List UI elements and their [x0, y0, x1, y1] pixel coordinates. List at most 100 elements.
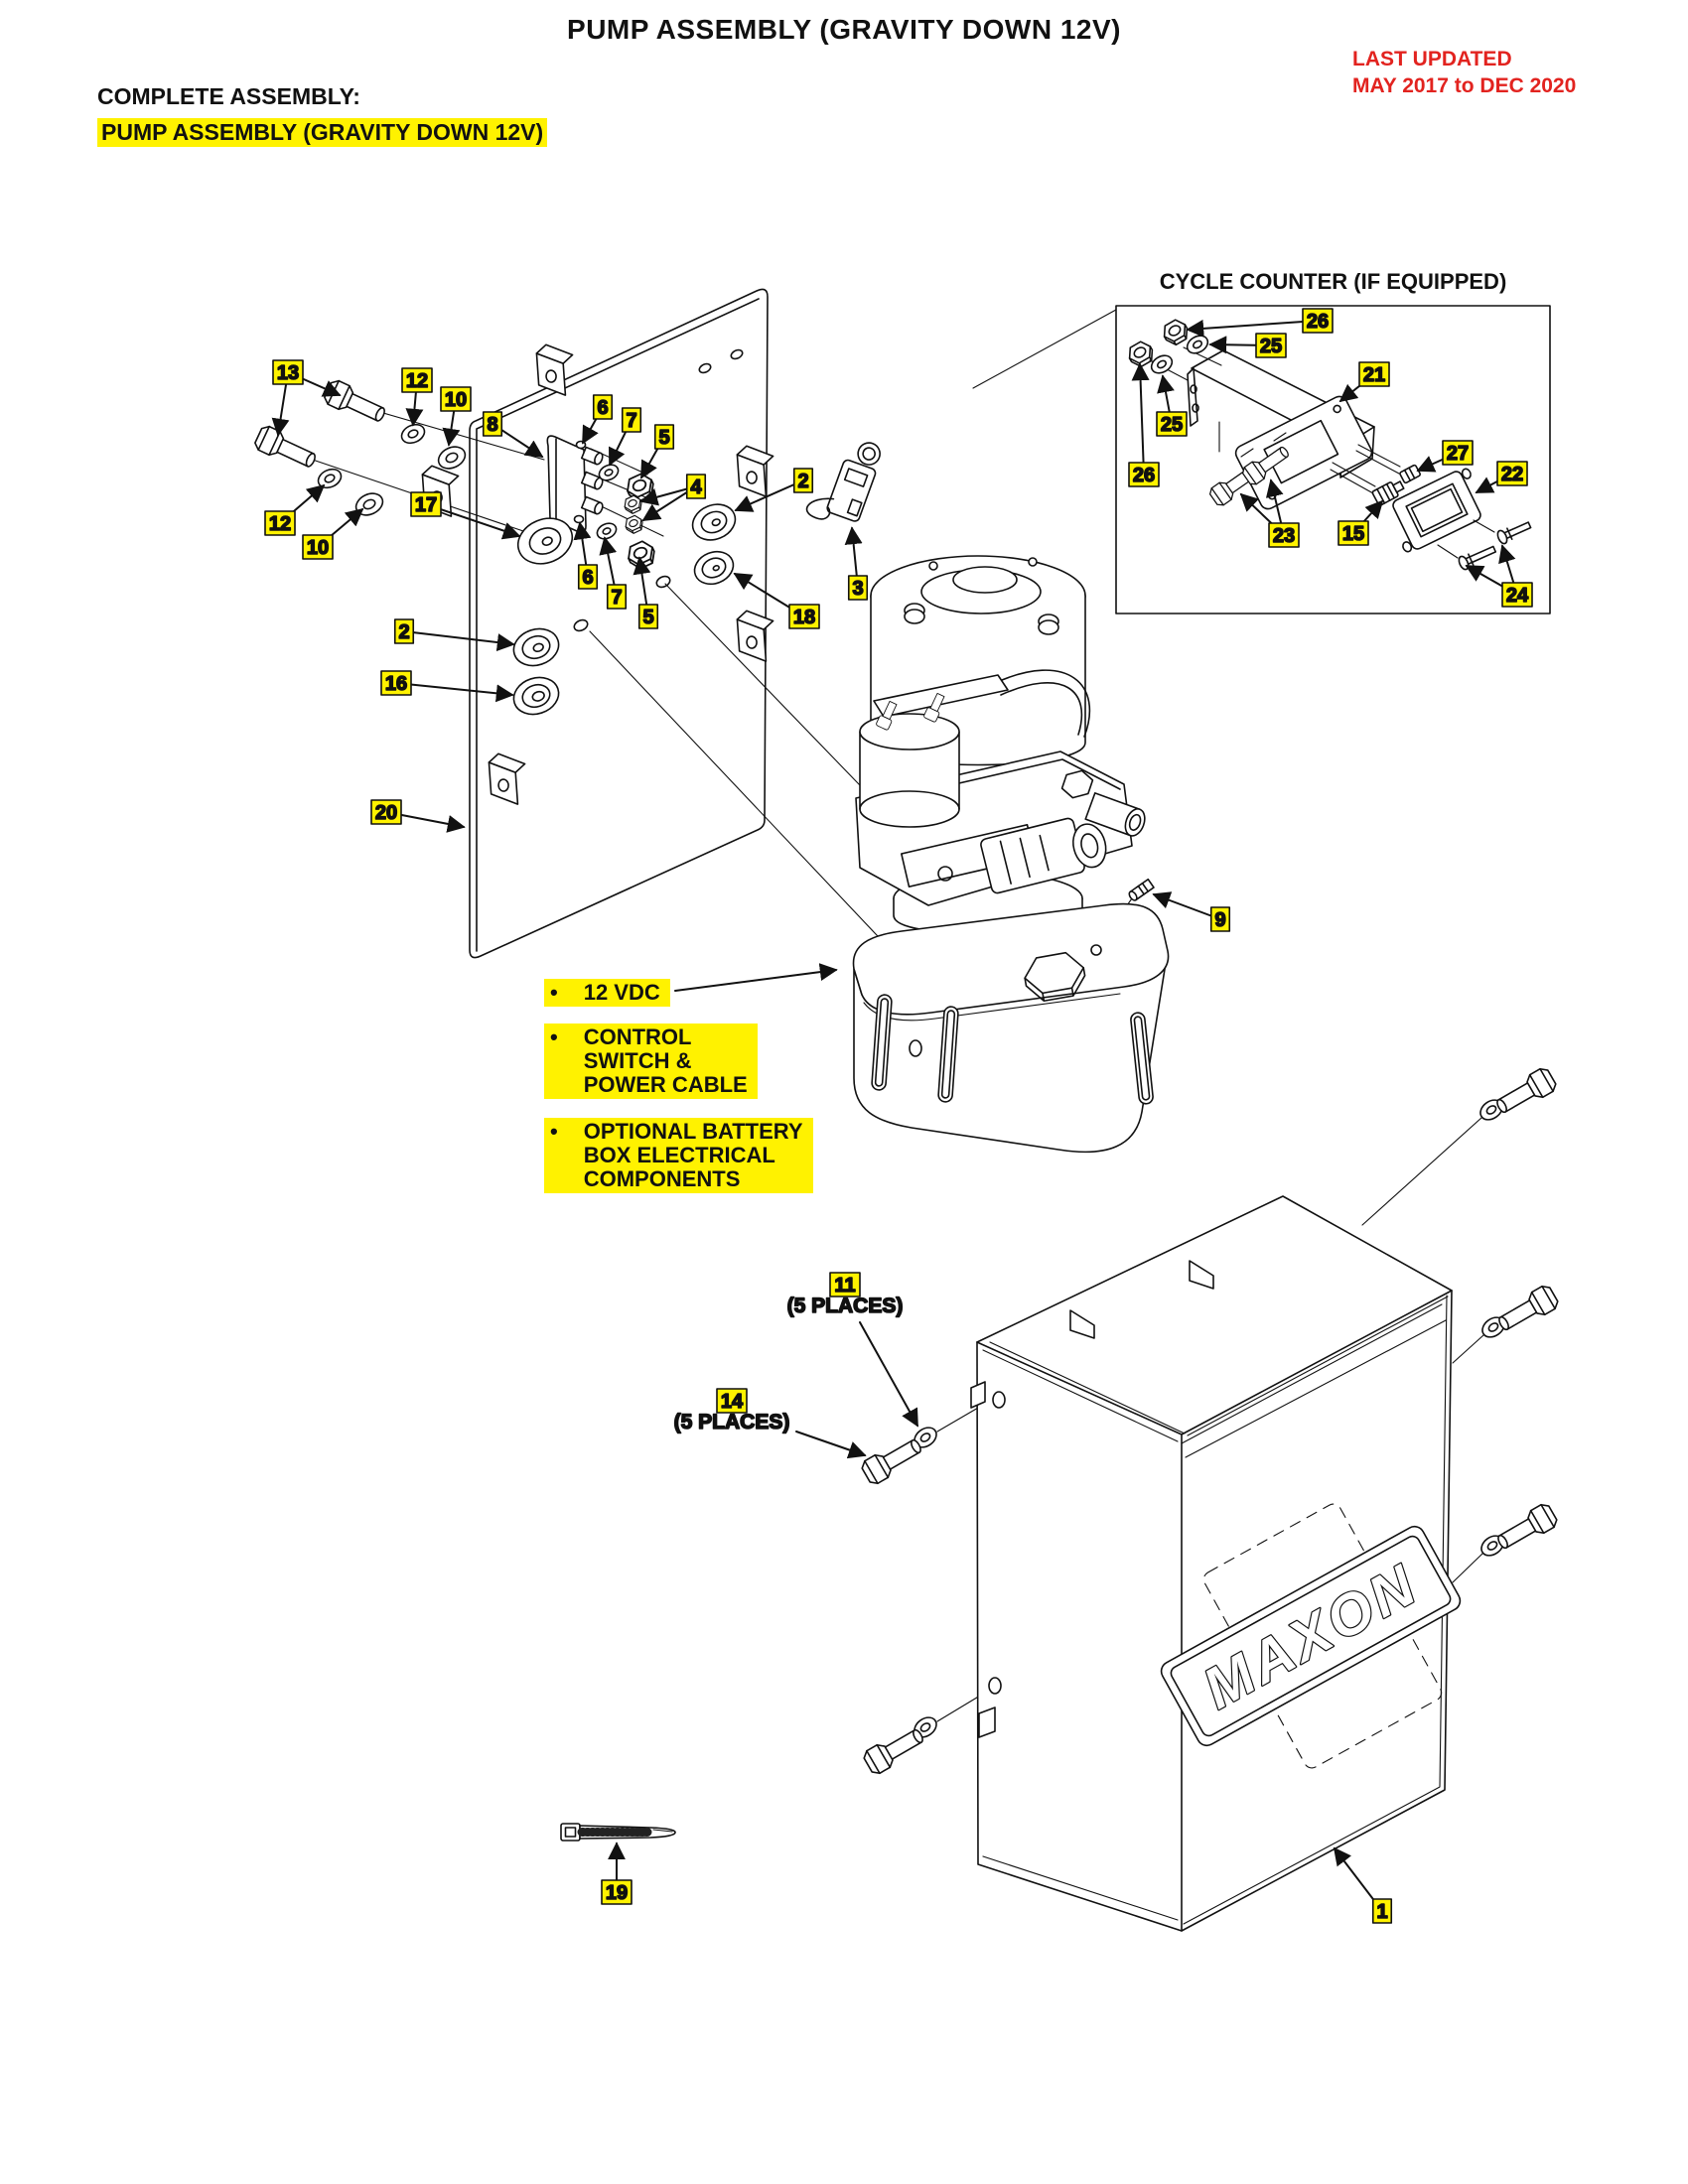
complete-assembly-value: PUMP ASSEMBLY (GRAVITY DOWN 12V)	[97, 118, 548, 147]
callout-7: 7	[609, 407, 642, 467]
plate-clips	[421, 343, 774, 805]
svg-text:11: 11	[834, 1275, 855, 1297]
nut	[1163, 319, 1189, 346]
grommet	[691, 503, 737, 541]
svg-text:(5 PLACES): (5 PLACES)	[787, 1295, 904, 1317]
stud-bracket	[546, 435, 604, 533]
svg-text:21: 21	[1363, 364, 1385, 386]
circuit-breaker	[805, 442, 881, 522]
svg-text:3: 3	[852, 578, 863, 600]
svg-text:12: 12	[406, 370, 428, 392]
washer	[598, 464, 620, 481]
svg-text:7: 7	[611, 587, 622, 609]
cover-box: MAXON	[970, 1195, 1462, 1932]
cycle-counter-title: CYCLE COUNTER (IF EQUIPPED)	[1159, 269, 1507, 294]
hardware-layer	[254, 319, 1559, 1775]
svg-text:17: 17	[415, 494, 437, 516]
svg-text:10: 10	[307, 537, 329, 559]
svg-text:6: 6	[597, 397, 608, 419]
callout-3: 3	[844, 526, 869, 601]
callout-26: 26	[1128, 362, 1160, 487]
bullet-icon: •	[550, 980, 558, 1005]
callout-26: 26	[1186, 308, 1334, 338]
counter-pins	[1458, 521, 1532, 571]
callout-11: 11(5 PLACES)	[786, 1272, 918, 1428]
bolt	[254, 425, 316, 468]
callout-1: 1	[1333, 1846, 1393, 1924]
svg-text:10: 10	[445, 389, 467, 411]
cable-tie	[560, 1823, 676, 1842]
callout-19: 19	[601, 1842, 633, 1905]
callout-8: 8	[482, 411, 544, 458]
callout-13: 13	[271, 359, 342, 437]
callout-27: 27	[1416, 440, 1474, 473]
mounting-plate	[469, 288, 769, 959]
bolt	[324, 379, 385, 422]
svg-text:(5 PLACES): (5 PLACES)	[674, 1411, 790, 1433]
svg-text:26: 26	[1133, 465, 1155, 486]
grommet	[512, 627, 560, 667]
callout-25: 25	[1156, 374, 1188, 437]
bolt	[1498, 1285, 1559, 1331]
callout-21: 21	[1338, 361, 1390, 403]
svg-text:7: 7	[626, 410, 636, 432]
svg-text:13: 13	[277, 362, 299, 384]
callout-18: 18	[733, 573, 820, 629]
callout-6: 6	[582, 394, 614, 445]
bullet-icon: •	[550, 1024, 558, 1049]
callout-5: 5	[633, 556, 659, 629]
counter-unit	[1392, 468, 1481, 553]
note-item: •12 VDC	[544, 979, 670, 1007]
pump-assembly	[852, 555, 1170, 1154]
callout-16: 16	[380, 670, 514, 703]
callout-10: 10	[302, 507, 364, 560]
svg-text:22: 22	[1501, 464, 1523, 485]
bolt	[1497, 1503, 1558, 1550]
bleeder-fitting	[1128, 878, 1155, 901]
callout-7: 7	[599, 536, 628, 610]
bolt	[863, 1728, 923, 1775]
callout-9: 9	[1152, 891, 1231, 932]
grommet	[516, 517, 574, 565]
last-updated-line: LAST UPDATED	[1352, 48, 1512, 70]
svg-text:5: 5	[658, 427, 669, 449]
svg-text:5: 5	[642, 607, 653, 628]
callout-4: 4	[639, 474, 707, 521]
callout-6: 6	[573, 521, 599, 590]
bolt	[1241, 446, 1289, 485]
complete-assembly-label: COMPLETE ASSEMBLY:	[97, 83, 360, 109]
cycle-counter-box	[1115, 305, 1551, 614]
washer	[437, 446, 467, 470]
page-title: PUMP ASSEMBLY (GRAVITY DOWN 12V)	[567, 14, 1121, 45]
bullet-icon: •	[550, 1119, 558, 1144]
svg-text:18: 18	[793, 607, 815, 628]
grommet	[693, 550, 735, 586]
callout-5: 5	[640, 424, 675, 479]
svg-text:2: 2	[398, 621, 409, 643]
callout-2: 2	[734, 468, 814, 512]
svg-text:2: 2	[797, 471, 808, 492]
svg-text:14: 14	[721, 1391, 744, 1413]
washer	[317, 468, 343, 489]
svg-text:16: 16	[385, 673, 407, 695]
svg-text:23: 23	[1273, 525, 1295, 547]
svg-text:19: 19	[606, 1882, 628, 1904]
counter-connector	[1371, 480, 1405, 506]
callout-12: 12	[401, 367, 433, 427]
svg-text:12: 12	[269, 513, 291, 535]
callout-20: 20	[370, 799, 466, 833]
callout-12: 12	[264, 483, 326, 536]
svg-text:27: 27	[1447, 443, 1469, 465]
washer	[354, 492, 384, 516]
callout-22: 22	[1475, 461, 1528, 493]
svg-text:20: 20	[375, 802, 397, 824]
svg-text:24: 24	[1506, 585, 1529, 607]
callout-2: 2	[393, 618, 515, 652]
svg-text:1: 1	[1376, 1901, 1387, 1923]
